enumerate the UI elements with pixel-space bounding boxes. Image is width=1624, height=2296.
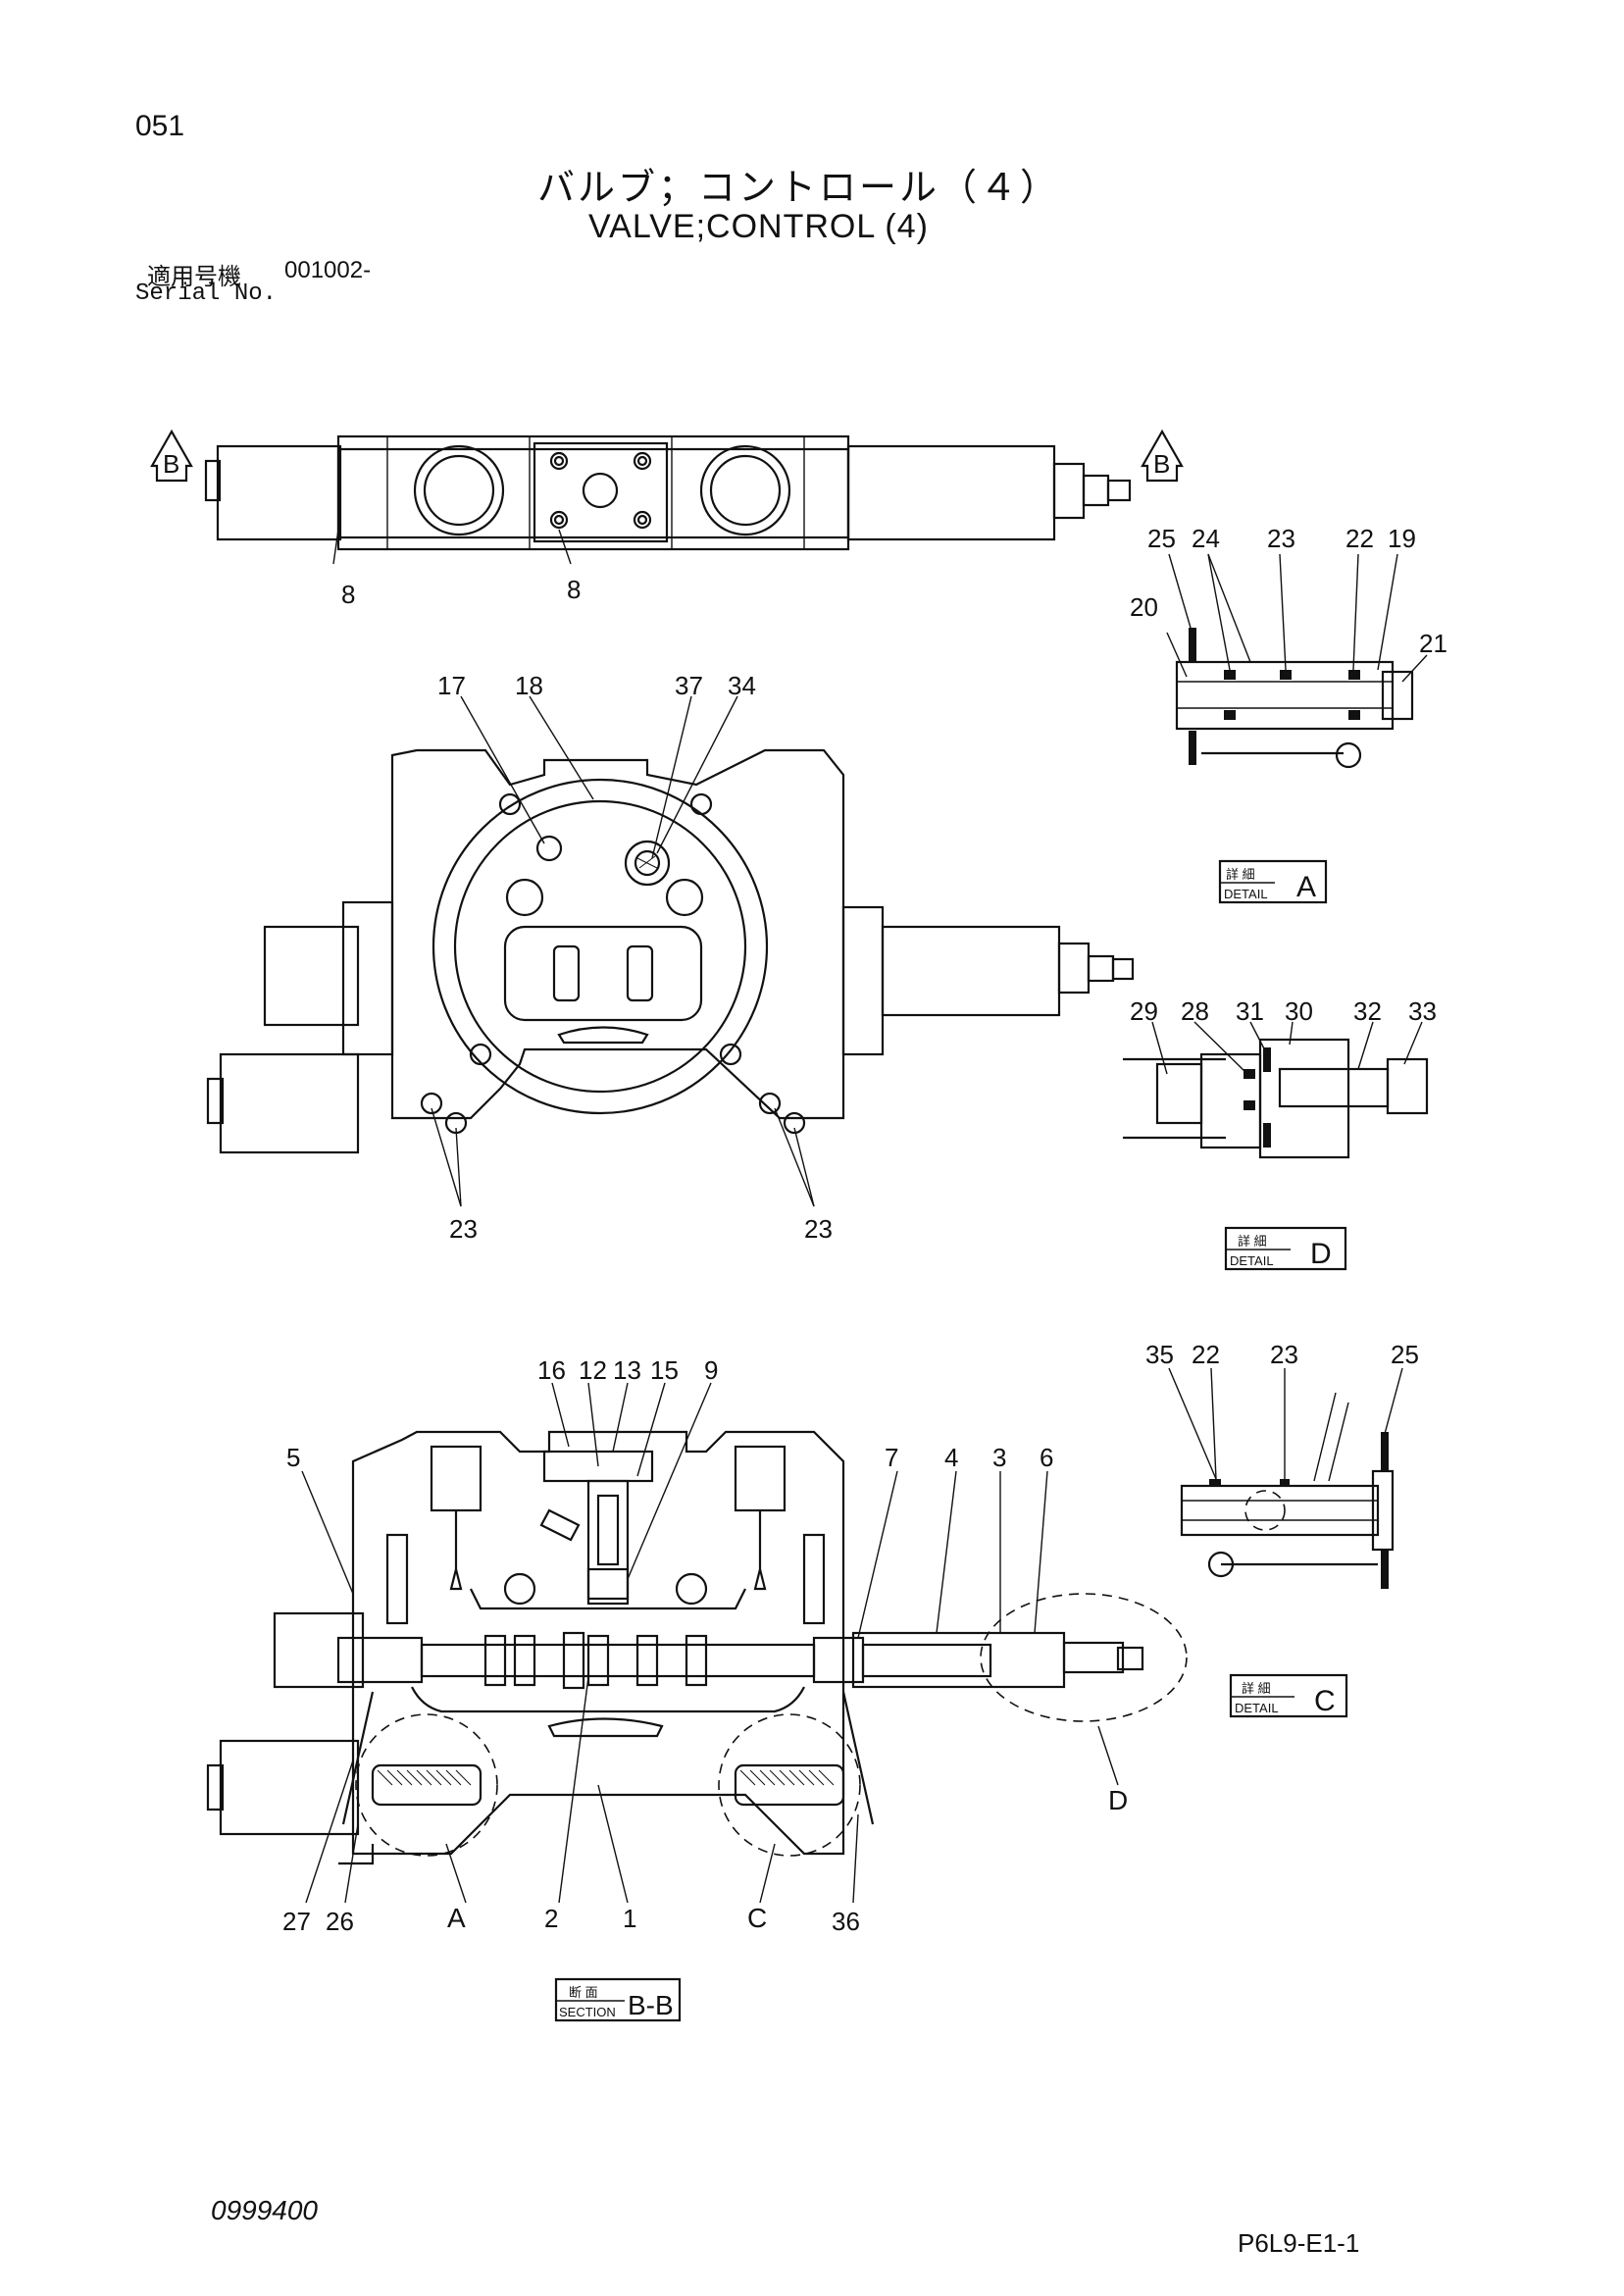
front-view: 17 18 37 34 23 23: [206, 671, 1135, 1244]
callout-16: 16: [537, 1355, 566, 1385]
section-bb-tag-kanji: 断 面: [569, 1985, 598, 2000]
detail-c-tag-letter: C: [1314, 1685, 1336, 1717]
callout-28: 28: [1181, 996, 1209, 1026]
detail-c-tag-sub: DETAIL: [1235, 1701, 1279, 1715]
title-japanese: バルブ；コントロール（４）: [537, 168, 1061, 209]
callout-22-a: 22: [1345, 524, 1374, 553]
callout-37: 37: [675, 671, 703, 700]
callout-15: 15: [650, 1355, 679, 1385]
callout-12: 12: [579, 1355, 607, 1385]
callout-29: 29: [1130, 996, 1158, 1026]
reference-number: P6L9-E1-1: [1238, 2228, 1360, 2258]
section-arrow-right: [1141, 429, 1184, 483]
callout-13: 13: [613, 1355, 641, 1385]
callout-26: 26: [326, 1907, 354, 1936]
callout-a-circle: A: [447, 1903, 466, 1933]
callout-23-c: 23: [1270, 1340, 1298, 1369]
callout-23-front-left: 23: [449, 1214, 478, 1244]
callout-3: 3: [992, 1443, 1006, 1472]
detail-c-tag-kanji: 詳 細: [1242, 1681, 1271, 1696]
callout-7: 7: [885, 1443, 898, 1472]
section-arrow-left-label: B: [163, 449, 179, 479]
callout-d-circle: D: [1108, 1785, 1128, 1815]
detail-c-view: 35 22 23 25 詳 細 DETAIL C: [1145, 1340, 1419, 1718]
detail-d-tag-letter: D: [1310, 1238, 1332, 1270]
callout-36: 36: [832, 1907, 860, 1936]
callout-27: 27: [282, 1907, 311, 1936]
callout-1: 1: [623, 1904, 636, 1933]
callout-9: 9: [704, 1355, 718, 1385]
callout-33: 33: [1408, 996, 1437, 1026]
callout-2: 2: [544, 1904, 558, 1933]
detail-d-tag-sub: DETAIL: [1230, 1253, 1274, 1268]
detail-a-tag-letter: A: [1296, 871, 1316, 903]
detail-d-tag-kanji: 詳 細: [1238, 1234, 1267, 1249]
serial-value: 001002-: [284, 257, 372, 283]
detail-c-tag: [1229, 1673, 1348, 1718]
callout-6: 6: [1040, 1443, 1053, 1472]
callout-32: 32: [1353, 996, 1382, 1026]
callout-30: 30: [1285, 996, 1313, 1026]
callout-25-c: 25: [1391, 1340, 1419, 1369]
callout-17: 17: [437, 671, 466, 700]
section-bb-tag: [554, 1977, 682, 2022]
callout-5: 5: [286, 1443, 300, 1472]
callout-35: 35: [1145, 1340, 1174, 1369]
title-english: VALVE;CONTROL (4): [588, 208, 929, 245]
page-number: 051: [135, 110, 185, 142]
detail-d-view: 29 28 31 30 32 33 詳 細 DETAIL D: [1123, 996, 1437, 1271]
callout-8-center: 8: [567, 575, 581, 604]
callout-24-a: 24: [1192, 524, 1220, 553]
detail-a-tag-kanji: 詳 細: [1226, 867, 1255, 882]
section-bb-tag-sub: SECTION: [559, 2005, 616, 2019]
document-number: 0999400: [211, 2195, 319, 2225]
detail-d-tag: [1224, 1226, 1347, 1271]
section-view: 16 12 13 15 9 5 7 4 3 6 27 26 A 2 1 C 36…: [206, 1355, 1188, 2022]
callout-23-a: 23: [1267, 524, 1295, 553]
detail-a-view: 25 24 23 22 19 20 21 詳 細 DETAIL A: [1130, 524, 1447, 904]
detail-a-tag: [1218, 859, 1328, 904]
serial-label-english: Serial No.: [135, 281, 278, 307]
callout-25-a: 25: [1147, 524, 1176, 553]
top-view: B B 8 8: [150, 429, 1184, 609]
callout-22-c: 22: [1192, 1340, 1220, 1369]
callout-c-circle: C: [747, 1903, 767, 1933]
callout-23-front-right: 23: [804, 1214, 833, 1244]
section-bb-tag-letter: B-B: [628, 1990, 674, 2020]
callout-34: 34: [728, 671, 756, 700]
detail-a-tag-sub: DETAIL: [1224, 887, 1268, 901]
callout-31: 31: [1236, 996, 1264, 1026]
section-arrow-left: [150, 429, 193, 483]
callout-8-left: 8: [341, 580, 355, 609]
serial-label-japanese: 適用号機: [147, 264, 241, 290]
callout-19-a: 19: [1388, 524, 1416, 553]
callout-18: 18: [515, 671, 543, 700]
callout-20-a: 20: [1130, 592, 1158, 622]
section-arrow-right-label: B: [1153, 449, 1170, 479]
callout-21-a: 21: [1419, 629, 1447, 658]
callout-4: 4: [944, 1443, 958, 1472]
